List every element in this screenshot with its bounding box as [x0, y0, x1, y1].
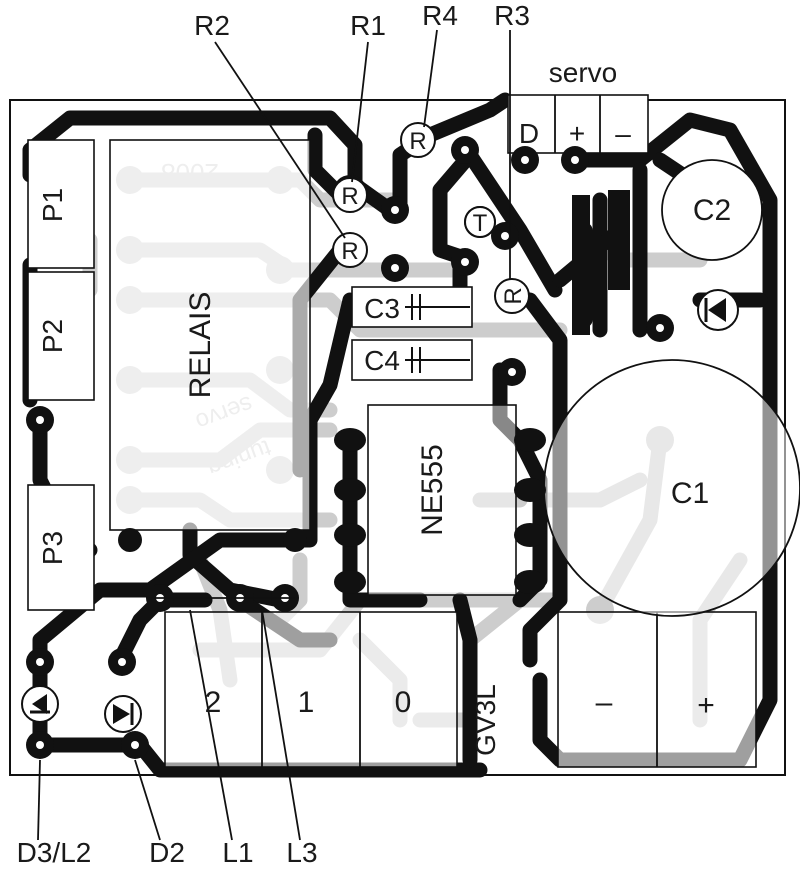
label-servo-minus: – [615, 118, 631, 149]
label-terminal-1: 1 [298, 686, 315, 719]
transistor-marker-text: T [473, 210, 488, 237]
relay-outline [109, 139, 311, 531]
label-servo: servo [549, 57, 617, 88]
label-reversed-text: GV3L [470, 684, 501, 756]
resistor-markers [332, 122, 530, 314]
label-ne555: NE555 [416, 444, 449, 536]
label-r3: R3 [494, 0, 530, 31]
regulator-bar [572, 195, 590, 335]
r3-marker-text: R [500, 287, 527, 304]
label-relais: RELAIS [184, 292, 217, 399]
p3-outline [27, 484, 95, 611]
r2-marker-text: R [341, 183, 358, 210]
label-terminal-plus: + [697, 689, 715, 722]
ne555-outline [367, 404, 517, 596]
label-terminal-0: 0 [395, 686, 412, 719]
diode-d1-symbol [697, 289, 739, 331]
diode-d2-symbol [104, 695, 142, 733]
label-terminal-2: 2 [205, 686, 222, 719]
label-r4: R4 [422, 0, 458, 31]
label-l3: L3 [286, 837, 317, 868]
capacitor-symbols [405, 294, 470, 373]
diode-d3-symbol [21, 685, 59, 723]
label-terminal-minus: – [596, 686, 613, 719]
label-l1: L1 [222, 837, 253, 868]
label-c4: C4 [364, 345, 400, 376]
label-servo-d: D [519, 118, 539, 149]
r4-marker-text: R [409, 128, 426, 155]
label-c1: C1 [671, 477, 709, 510]
leader-lines [37, 29, 511, 841]
label-c2: C2 [693, 194, 731, 227]
label-d3-l2: D3/L2 [17, 837, 92, 868]
p2-outline [27, 271, 95, 401]
servo-connector [507, 94, 649, 154]
label-r2: R2 [194, 10, 230, 41]
label-d2: D2 [149, 837, 185, 868]
p1-outline [27, 139, 95, 269]
label-c3: C3 [364, 293, 400, 324]
label-r1: R1 [350, 10, 386, 41]
c2-outline [661, 159, 763, 261]
label-servo-plus: + [569, 118, 585, 149]
label-p1: P1 [37, 188, 68, 222]
r1-marker-text: R [341, 238, 358, 265]
label-p2: P2 [37, 319, 68, 353]
label-p3: P3 [37, 531, 68, 565]
